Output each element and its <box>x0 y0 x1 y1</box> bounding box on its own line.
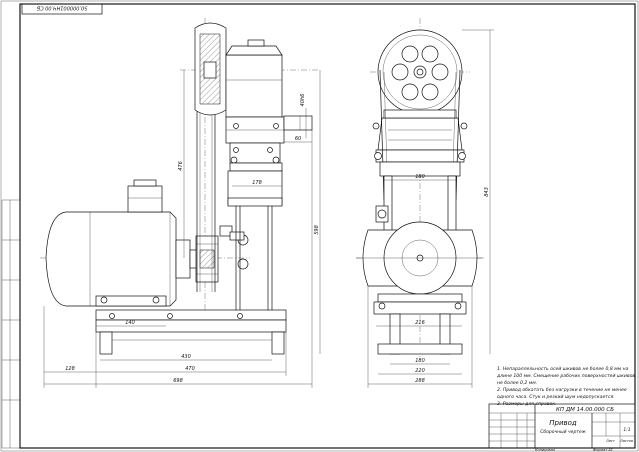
dim-698: 698 <box>173 378 183 384</box>
drawing-code-text: 50.000001НЧ.00 СБ <box>36 5 87 11</box>
dim-843: 843 <box>484 187 490 197</box>
reducer-side <box>372 109 468 163</box>
dim-60: 60 <box>295 136 301 142</box>
title-block: КП ДМ 14.00.000 СБ Привод Сборочный черт… <box>488 403 636 449</box>
note-line-1: 1. Непараллельность осей шкивов не более… <box>497 366 629 372</box>
motor-side <box>356 221 484 295</box>
title-block-sheet: Лист <box>605 439 616 443</box>
title-block-name: Привод <box>549 419 577 427</box>
support-frame <box>227 162 283 310</box>
electric-motor <box>45 179 205 307</box>
technical-notes: 1. Непараллельность осей шкивов не более… <box>496 366 635 407</box>
dim-220: 220 <box>415 368 425 374</box>
front-dimensions: 140 430 470 128 698 178 476 <box>43 70 321 388</box>
frame-side <box>375 161 461 237</box>
large-pulley <box>194 22 227 116</box>
note-line-4: 2. Привод обкатать без нагрузки в течени… <box>497 387 627 393</box>
gear-reducer <box>225 39 313 164</box>
copied-label: Копировал <box>535 448 556 452</box>
dim-476: 476 <box>178 161 184 171</box>
dim-430: 430 <box>181 354 191 360</box>
dim-180-bottom: 180 <box>415 358 425 364</box>
drawing-code-box: 50.000001НЧ.00 СБ <box>21 3 103 15</box>
dim-216: 216 <box>415 320 425 326</box>
note-line-5: одного часа. Стук и резкий шум недопуска… <box>497 394 615 400</box>
format-label: Формат А1 <box>593 448 613 452</box>
title-block-code: КП ДМ 14.00.000 СБ <box>556 407 614 413</box>
front-view: 140 430 470 128 698 178 476 <box>40 18 321 388</box>
dim-140: 140 <box>125 320 135 326</box>
note-line-2: длине 100 мм. Смещение рабочих поверхнос… <box>496 373 635 379</box>
small-pulley <box>195 225 249 283</box>
side-dimensions: 180 843 216 180 220 288 <box>367 29 494 388</box>
dim-288: 288 <box>415 378 425 384</box>
title-block-scale: 1:1 <box>623 427 630 433</box>
base-side <box>373 293 467 355</box>
base-frame <box>95 309 287 355</box>
dim-180-top: 180 <box>415 174 425 180</box>
footer-labels: Копировал Формат А1 <box>535 448 613 452</box>
dim-128: 128 <box>65 366 75 372</box>
note-line-3: не более 0,2 мм. <box>497 380 537 386</box>
dim-598: 598 <box>314 225 320 235</box>
dim-470: 470 <box>185 366 195 372</box>
title-block-subtitle: Сборочный чертеж <box>540 429 586 435</box>
dim-40h6: 40h6 <box>300 94 306 107</box>
title-block-sheets: Листов 1 <box>619 439 636 443</box>
side-view: 180 843 216 180 220 288 <box>356 18 494 388</box>
dim-178: 178 <box>252 180 262 186</box>
pulley-side <box>377 29 463 115</box>
